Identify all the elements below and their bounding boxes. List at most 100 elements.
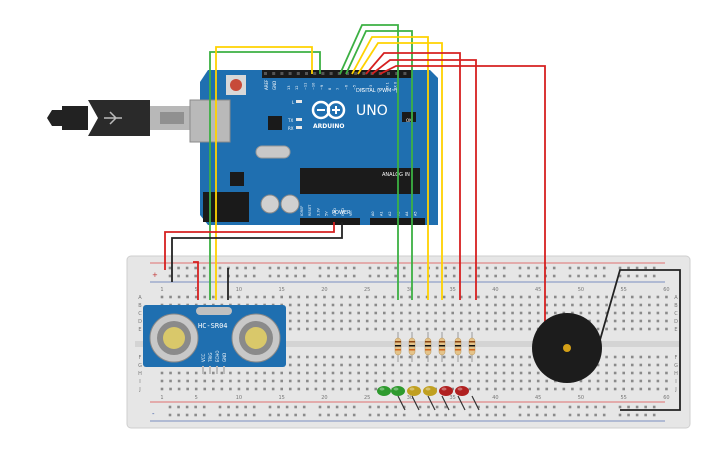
rail-hole [485,405,489,409]
rail-hole [402,266,406,270]
breadboard-hole [391,327,395,331]
reset-button-cap [230,79,242,91]
breadboard-hole [220,379,224,383]
breadboard-hole [288,311,292,315]
breadboard-hole [536,319,540,323]
rail-hole [177,413,180,417]
breadboard-hole [340,295,343,299]
breadboard-hole [451,327,454,331]
usb-cable-strain [62,106,88,130]
breadboard-hole [425,303,429,307]
breadboard-hole [314,387,318,391]
led [423,386,437,396]
rail-hole [568,266,572,270]
breadboard-hole [630,319,634,323]
rail-hole [568,405,572,409]
rail-hole [218,405,222,409]
column-label-top: 10 [236,287,242,293]
breadboard-hole [288,327,292,331]
breadboard-hole [536,295,540,299]
column-label-top: 1 [160,287,163,293]
rail-hole [285,413,289,417]
breadboard-hole [160,371,164,375]
digital-pin-label: 2 [377,88,381,90]
breadboard-hole [536,311,540,315]
breadboard-hole [425,311,429,315]
rail-hole [227,413,230,417]
breadboard-hole [665,327,668,331]
breadboard-hole [186,387,189,391]
breadboard-hole [340,379,343,383]
column-label-bottom: 1 [160,395,163,401]
rail-hole [402,413,406,417]
breadboard-hole [391,319,395,323]
led-highlight [379,387,385,391]
breadboard-hole [374,355,378,359]
rail-hole [368,266,372,270]
rail-hole [418,405,422,409]
power-pin-label: RESET [308,204,312,216]
breadboard-hole [442,379,446,383]
wire-led-5 [365,52,461,300]
column-label-top: 25 [364,287,370,293]
led [391,386,405,396]
capacitor-2 [280,194,300,214]
breadboard-hole [596,363,600,367]
rail-hole [644,274,647,278]
breadboard-hole [571,311,574,315]
wire-buzzer [379,65,546,340]
breadboard-hole [331,371,335,375]
led-tx [296,118,302,121]
rail-hole [177,274,180,278]
led-body [407,386,421,396]
rail-hole [318,266,322,270]
breadboard-hole [229,295,232,299]
breadboard-hole [639,303,643,307]
breadboard-hole [417,311,420,315]
rail-hole [518,405,522,409]
digital-pin-label: 7 [336,88,340,90]
rail-hole [344,405,347,409]
column-label-bottom: 5 [195,395,198,401]
rail-hole [652,405,656,409]
rail-hole [577,266,580,270]
digital-pin-label: 4 [361,87,365,90]
rail-hole [168,405,172,409]
breadboard-hole [348,355,352,359]
breadboard-hole [203,379,207,383]
rail-hole [494,274,497,278]
rail-hole [427,413,430,417]
row-label: E [138,327,141,333]
breadboard-hole [451,379,454,383]
led-highlight [409,387,415,391]
breadboard-hole [220,387,224,391]
rail-hole [585,266,589,270]
column-label-bottom: 25 [364,395,370,401]
rail-hole [452,266,456,270]
breadboard-hole [348,363,352,367]
row-label: H [674,371,678,377]
led-ground-legs [397,395,480,411]
breadboard-hole [459,319,463,323]
rail-hole [352,274,356,278]
breadboard-hole [579,303,583,307]
led-body [391,386,405,396]
rail-hole [335,413,339,417]
breadboard-hole [485,363,489,367]
breadboard-hole [314,303,318,307]
analog-pin-label: A4 [405,211,409,216]
rail-hole [377,274,380,278]
breadboard-hole [630,295,634,299]
breadboard-hole [348,327,352,331]
rail-hole [244,405,247,409]
led-highlight [393,387,399,391]
breadboard-hole [169,387,172,391]
rail-hole [394,266,397,270]
sensor-pin-label: GND [222,353,227,362]
breadboard-hole [434,295,437,299]
rail-hole [602,274,606,278]
breadboard-hole [605,311,608,315]
rail-hole [352,405,356,409]
